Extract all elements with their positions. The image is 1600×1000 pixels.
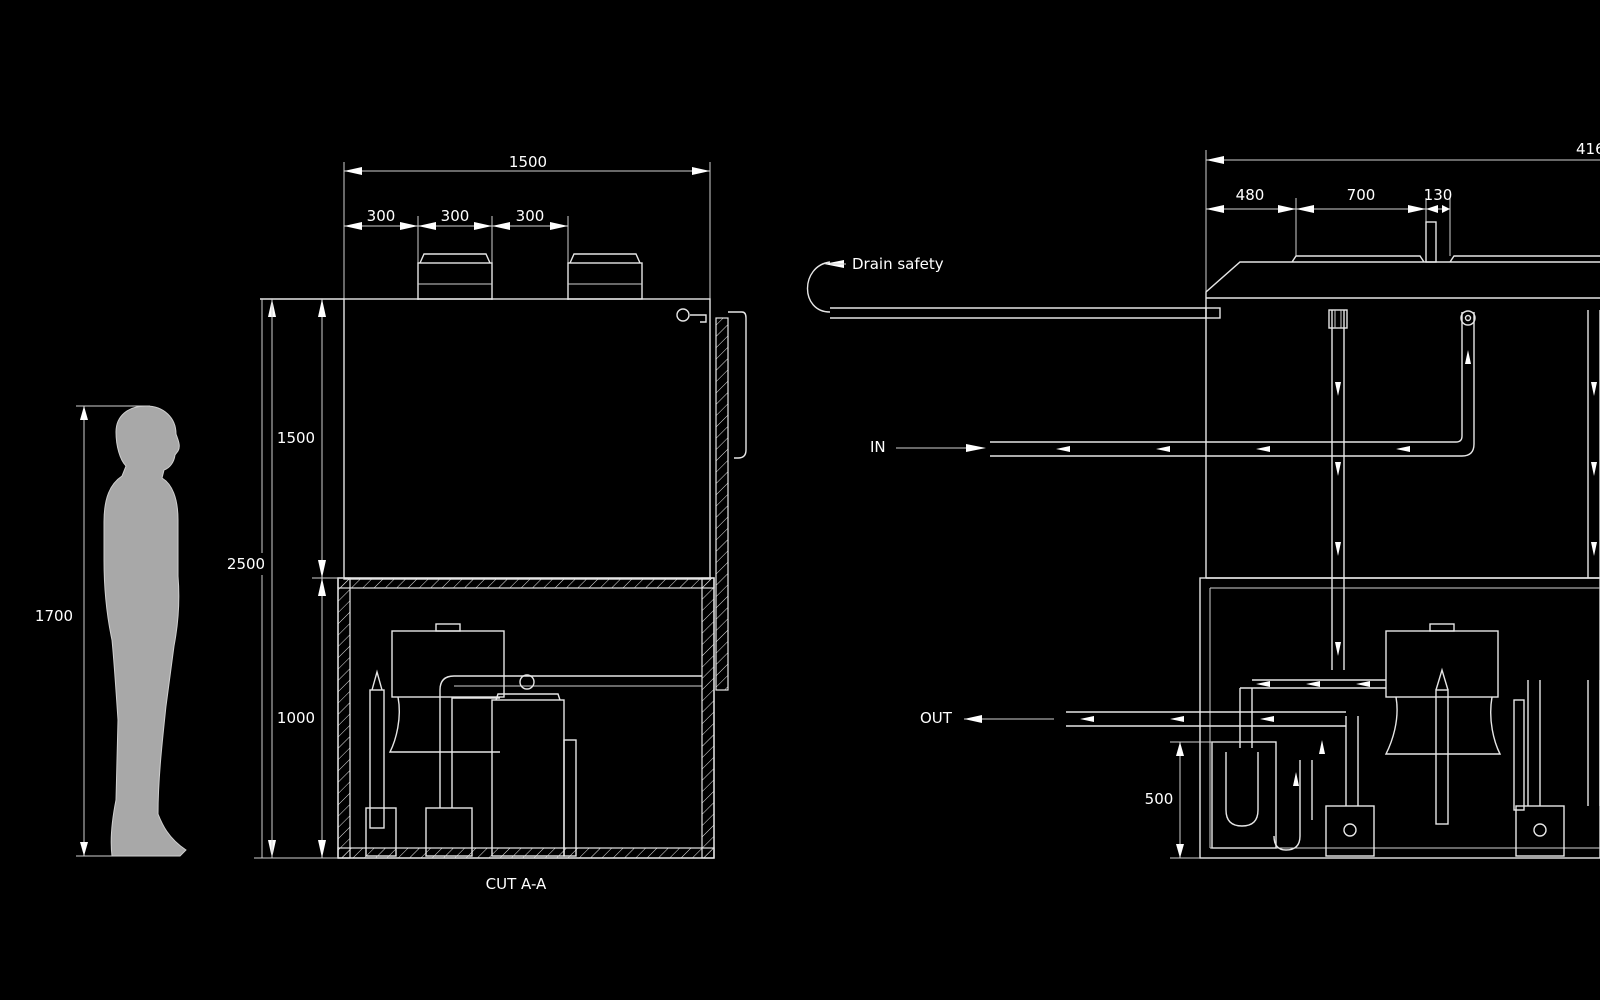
cut-segment-1-label: 300 [367, 207, 396, 225]
cut-width-dimension: 1500 [343, 153, 711, 300]
cut-upper-height-label: 1500 [277, 429, 315, 447]
side-roof [1205, 255, 1600, 299]
side-total-width-label: 416 [1576, 140, 1600, 158]
cut-segment-dimensions: 300 300 300 [344, 207, 569, 300]
person-height-dimension: 1700 [35, 405, 150, 857]
cut-height-dimensions: 1500 2500 1000 [224, 299, 344, 859]
cut-segment-3-label: 300 [516, 207, 545, 225]
right-wall [715, 317, 729, 691]
person-silhouette [103, 405, 187, 857]
cut-section: 1500 300 300 300 [224, 153, 747, 893]
cut-segment-2-label: 300 [441, 207, 470, 225]
cut-lower-height-label: 1000 [277, 709, 315, 727]
upper-tank [260, 298, 747, 580]
drain-safety-label: Drain safety [852, 255, 944, 273]
out-height-label: 500 [1145, 790, 1174, 808]
person-height-label: 1700 [35, 607, 73, 625]
cut-section-title: CUT A-A [486, 875, 547, 893]
out-height-dimension: 500 [1140, 741, 1240, 859]
vertical-drop-pipe [1328, 309, 1600, 670]
out-pipe: OUT [920, 709, 1346, 727]
side-segment-1-label: 480 [1236, 186, 1265, 204]
side-segment-3-label: 130 [1424, 186, 1453, 204]
cut-width-label: 1500 [509, 153, 547, 171]
roof-units [417, 253, 643, 300]
side-segment-2-label: 700 [1347, 186, 1376, 204]
drain-safety-pipe: Drain safety [806, 255, 1221, 319]
in-label: IN [870, 438, 886, 456]
side-view: 416 480 700 130 Drain sa [806, 140, 1600, 859]
side-upper-tank [1205, 298, 1600, 579]
side-lower-housing [1199, 577, 1600, 859]
out-label: OUT [920, 709, 953, 727]
side-top-dimensions: 416 480 700 130 [1205, 140, 1600, 300]
lower-housing [337, 577, 715, 859]
in-pipe: IN [870, 310, 1476, 457]
cut-total-height-label: 2500 [227, 555, 265, 573]
